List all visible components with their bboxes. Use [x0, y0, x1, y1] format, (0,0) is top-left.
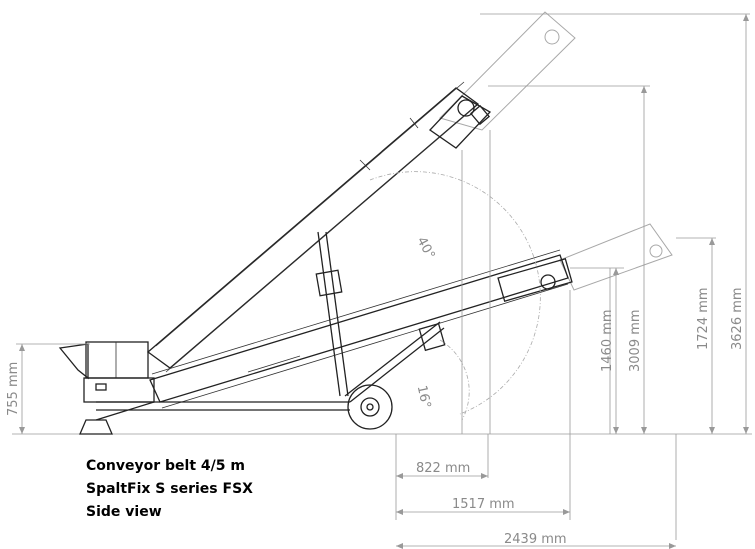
- chassis-frame: [79, 231, 446, 435]
- dim-lower-height-1: 1724 mm: [696, 238, 715, 434]
- dim-reach-1: 822 mm: [396, 461, 488, 479]
- dim-upper-height-1: 3626 mm: [730, 14, 749, 434]
- caption-line-1: Conveyor belt 4/5 m: [86, 458, 245, 474]
- svg-text:1724 mm: 1724 mm: [696, 287, 711, 350]
- svg-text:2439 mm: 2439 mm: [504, 532, 567, 547]
- infeed-hopper: [58, 341, 155, 403]
- angle-arc-max: [369, 171, 541, 415]
- svg-text:1517 mm: 1517 mm: [452, 497, 515, 512]
- wheel: [347, 384, 393, 430]
- upper-conveyor-belt: [146, 81, 492, 373]
- dim-reach-3: 2439 mm: [396, 532, 676, 549]
- angle-label-max: 40°: [413, 235, 437, 262]
- lower-belt-extended-ghost: [559, 223, 673, 291]
- svg-text:3009 mm: 3009 mm: [628, 309, 643, 372]
- angle-arc-min: [439, 339, 470, 421]
- dim-reach-2: 1517 mm: [396, 497, 570, 515]
- dim-infeed-height: 755 mm: [6, 344, 25, 434]
- caption-line-2: SpaltFix S series FSX: [86, 481, 253, 497]
- dim-lower-height-2: 1460 mm: [600, 268, 619, 434]
- svg-text:822 mm: 822 mm: [416, 461, 470, 476]
- lower-conveyor-belt: [149, 249, 573, 409]
- svg-text:755 mm: 755 mm: [6, 362, 21, 416]
- caption-line-3: Side view: [86, 504, 162, 520]
- svg-text:1460 mm: 1460 mm: [600, 309, 615, 372]
- upper-belt-extended-ghost: [439, 11, 576, 131]
- dim-upper-height-2: 3009 mm: [628, 86, 647, 434]
- angle-label-min: 16°: [414, 384, 433, 410]
- svg-text:3626 mm: 3626 mm: [730, 287, 745, 350]
